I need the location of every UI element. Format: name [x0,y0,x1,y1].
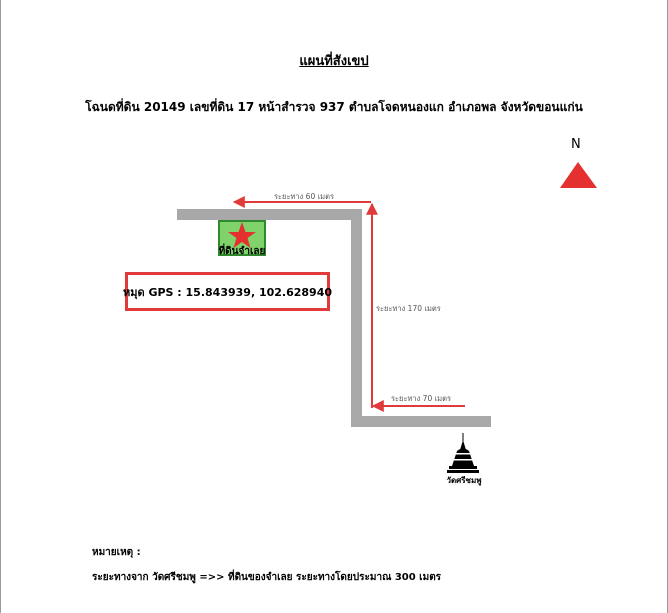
map-title: แผนที่สังเขป [299,54,369,69]
temple-label: วัดศรีชมพู [446,475,481,486]
gps-coordinates-text: หมุด GPS : 15.843939, 102.628940 [122,285,333,299]
road-bottom [351,416,491,427]
deed-description: โฉนดที่ดิน 20149 เลขที่ดิน 17 หน้าสำรวจ … [85,100,583,114]
distance-label-vertical: ระยะทาง 170 เมตร [376,304,441,313]
north-triangle-icon [560,162,597,188]
notes-heading: หมายเหตุ : [92,547,141,558]
red-star-icon [228,222,256,248]
notes-text: ระยะทางจาก วัดศรีชมพู =>> ที่ดินของจำเลย… [92,572,442,583]
defendant-land: ที่ดินจำเลย [218,220,266,257]
road-top [177,209,362,220]
gps-coordinates-box: หมุด GPS : 15.843939, 102.628940 [122,272,333,311]
road-vertical [351,209,362,427]
distance-label-bottom: ระยะทาง 70 เมตร [391,394,451,403]
stupa-icon [447,433,479,473]
land-label: ที่ดินจำเลย [219,243,266,257]
distance-label-top: ระยะทาง 60 เมตร [274,192,334,201]
north-label: N [571,137,581,152]
